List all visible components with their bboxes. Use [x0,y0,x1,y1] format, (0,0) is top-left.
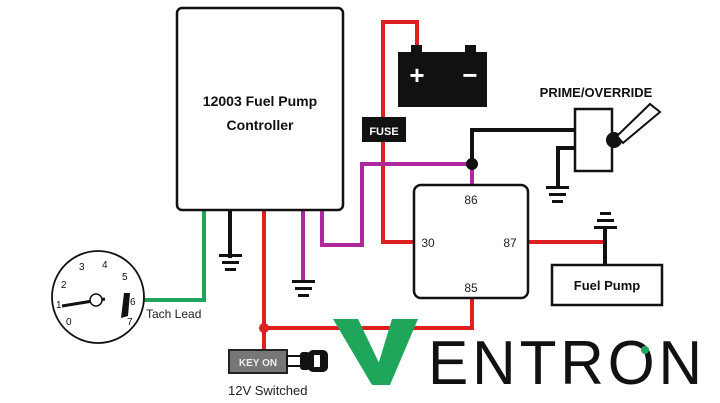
fuel-pump-label: Fuel Pump [574,278,641,293]
key-caption: 12V Switched [228,383,308,398]
fuse-label: FUSE [369,126,398,138]
ground-icon [219,254,242,271]
key-on-label: KEY ON [239,358,277,369]
relay-pin-85: 85 [464,281,478,295]
ground-icon [594,212,617,265]
green-tach-wire [140,208,206,302]
svg-text:ENTRON: ENTRON [428,329,706,398]
battery-icon: + − [398,45,487,107]
switch-label: PRIME/OVERRIDE [540,85,653,100]
junction-dot [259,323,269,333]
relay-pin-86: 86 [464,193,478,207]
relay-pin-87: 87 [503,236,517,250]
key-icon [286,350,328,372]
battery-minus: − [462,60,477,90]
relay-box [412,183,530,300]
tach-number: 4 [102,260,108,271]
ventron-logo: ENTRON [333,319,706,398]
controller-box [175,6,345,212]
relay-pin-30: 30 [421,236,435,250]
junction-dot [466,158,478,170]
controller-title-line2: Controller [227,117,294,133]
controller-title-line1: 12003 Fuel Pump [203,93,317,109]
fuel-pump-box [550,263,664,307]
fuse-box [362,117,406,142]
tach-number: 7 [127,317,133,328]
battery-plus: + [409,60,424,90]
tach-lead-label: Tach Lead [146,307,201,321]
tach-number: 0 [66,317,72,328]
tach-number: 1 [56,300,62,311]
tach-number: 6 [130,297,136,308]
tachometer-icon: 0 1 2 3 4 5 6 7 [51,250,145,344]
toggle-switch[interactable] [573,102,662,173]
tach-number: 5 [122,272,128,283]
ground-icon [292,280,315,297]
ground-icon [546,186,569,203]
tach-number: 3 [79,262,85,273]
black-wires [228,128,577,258]
tach-number: 2 [61,280,67,291]
